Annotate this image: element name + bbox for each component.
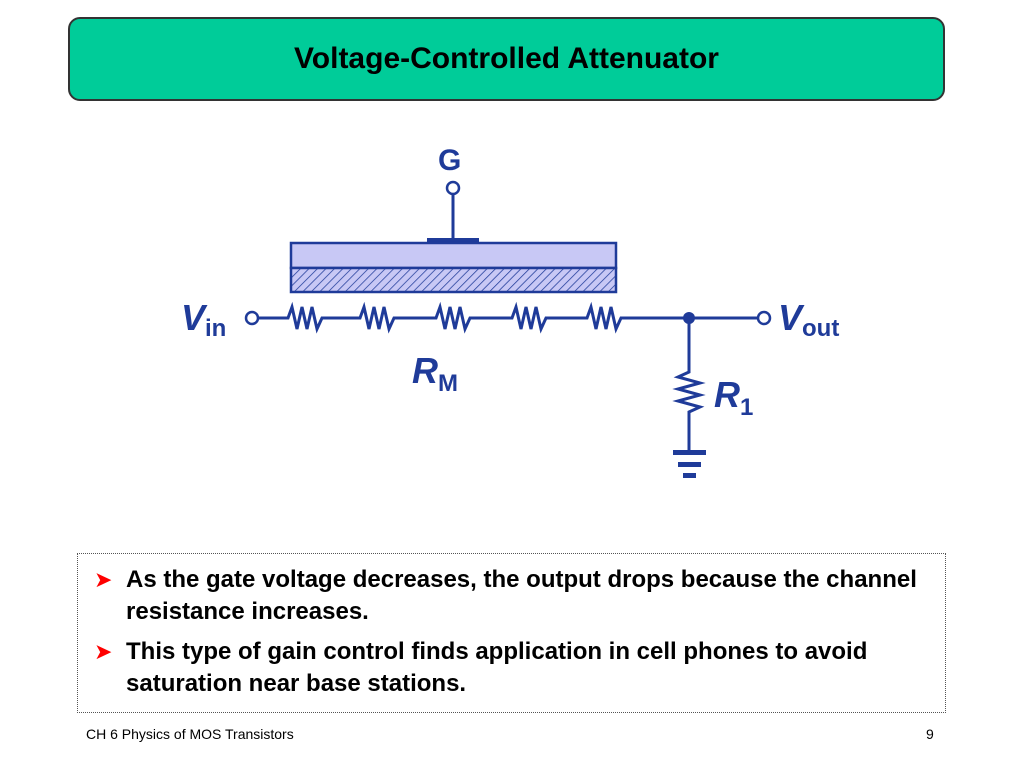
gate-plate [427,238,479,245]
channel-resistor-rm [258,301,689,334]
bullet-item: ➤ This type of gain control finds applic… [94,636,929,700]
title-banner: Voltage-Controlled Attenuator [68,17,945,101]
bullet-text: This type of gain control finds applicat… [126,638,868,697]
bullet-item: ➤ As the gate voltage decreases, the out… [94,564,929,628]
footer-chapter: CH 6 Physics of MOS Transistors [86,726,294,742]
vin-terminal [244,310,260,326]
gate-terminal [445,180,461,196]
bullet-list: ➤ As the gate voltage decreases, the out… [77,553,946,713]
vin-label: Vin [181,297,226,342]
vout-terminal [756,310,772,326]
gate-label: G [438,144,461,177]
channel-layer [289,266,618,294]
gate-oxide-layer [289,241,618,270]
bullet-text: As the gate voltage decreases, the outpu… [126,566,917,625]
ground-icon [673,450,706,478]
page-number: 9 [926,726,934,742]
resistor-r1 [672,318,706,452]
r1-label: R1 [714,374,753,421]
arrow-bullet-icon: ➤ [94,639,113,664]
arrow-bullet-icon: ➤ [94,567,113,592]
rm-label: RM [412,350,458,397]
vout-label: Vout [778,297,839,342]
slide-title: Voltage-Controlled Attenuator [294,42,719,75]
